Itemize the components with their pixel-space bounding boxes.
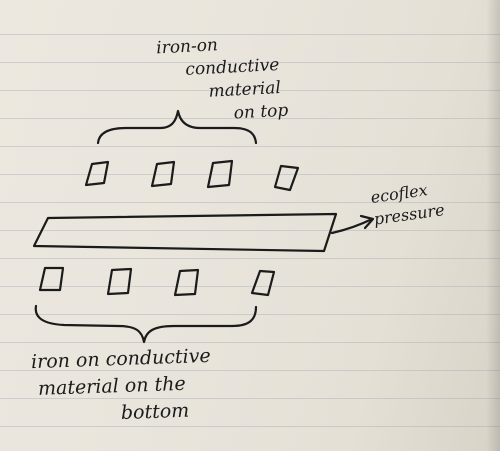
ruled-line (0, 314, 500, 315)
ruled-line (0, 202, 500, 203)
label-line: on top (233, 100, 289, 124)
ruled-line (0, 398, 500, 399)
bottom-patch (250, 269, 276, 297)
ruled-line (0, 90, 500, 91)
ruled-line (0, 230, 500, 231)
label-line: bottom (120, 399, 190, 425)
ruled-line (0, 370, 500, 371)
bottom-patch (106, 267, 133, 296)
ruled-line (0, 342, 500, 343)
top-patch (206, 159, 234, 189)
ruled-line (0, 34, 500, 35)
bottom-patch (173, 268, 200, 297)
top-patch (84, 160, 110, 187)
bottom-patch (38, 266, 65, 292)
top-patch (150, 160, 176, 188)
pointer-arrow (330, 217, 374, 235)
ruled-line (0, 118, 500, 119)
bottom-layer-label: iron on conductive material on the botto… (31, 343, 213, 430)
page-binding-shadow (486, 0, 500, 451)
ruled-line (0, 146, 500, 147)
ruled-line (0, 62, 500, 63)
top-brace (96, 109, 258, 145)
ruled-line (0, 258, 500, 259)
ecoflex-layer (32, 212, 338, 253)
top-patch (273, 164, 300, 192)
pointer-arrowhead (359, 214, 375, 230)
ruled-line (0, 426, 500, 427)
ruled-line (0, 174, 500, 175)
ruled-line (0, 286, 500, 287)
bottom-brace (34, 304, 258, 344)
top-layer-label: iron-on conductive material on top (156, 31, 289, 130)
